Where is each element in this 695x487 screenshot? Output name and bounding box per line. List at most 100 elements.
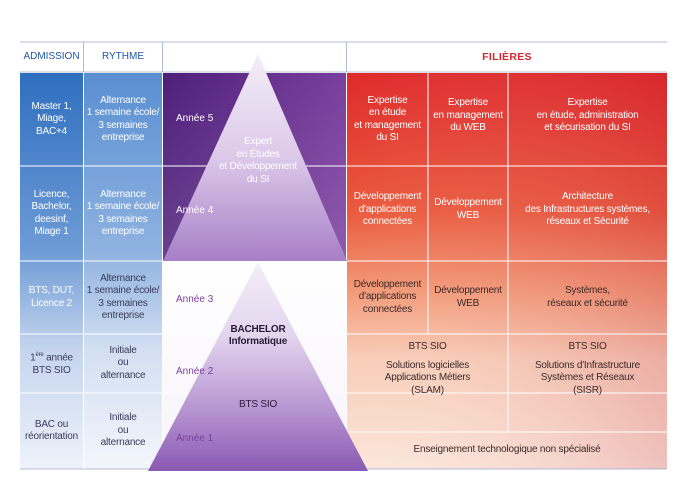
- filiere-line: Solutions d'Infrastructure: [534, 359, 641, 371]
- rythme-line: 3 semaines: [98, 119, 148, 131]
- admission-row-1: BAC ou réorientation: [20, 393, 83, 469]
- filiere-line: Systèmes,: [565, 285, 610, 296]
- admission-ordinal: 1: [30, 352, 36, 364]
- filiere-line: réseaux et Sécurité: [546, 216, 629, 227]
- filiere-etude-management-si: Expertise en étude et management du SI: [347, 73, 428, 166]
- filiere-line: Systèmes et Réseaux: [540, 372, 635, 383]
- admission-line: BTS SIO: [32, 365, 71, 377]
- annee-3-label: Année 3: [176, 294, 214, 305]
- annee-1-label: Année 1: [176, 433, 214, 444]
- filiere-line: en étude: [368, 107, 407, 118]
- admission-line: réorientation: [25, 431, 78, 442]
- admission-line: deesinf,: [34, 213, 69, 225]
- filiere-line: Expertise: [367, 94, 408, 106]
- pyramid-bachelor: [148, 262, 368, 471]
- rythme-line: alternance: [100, 369, 146, 381]
- admission-line: Miage 1: [34, 226, 69, 237]
- pyramid-line: et Développement: [219, 161, 297, 172]
- annee-5-label: Année 5: [176, 113, 214, 124]
- filiere-line: en management: [433, 109, 503, 121]
- admission-line: Bachelor,: [31, 201, 72, 212]
- rythme-line: 1 semaine école/: [86, 107, 160, 118]
- filiere-line: du SI: [376, 132, 399, 143]
- filiere-dev-web-bachelor: Développement WEB: [428, 261, 508, 334]
- filiere-dev-apps-connectees-bachelor: Développement d'applications connectées: [347, 261, 428, 334]
- filiere-dev-web: Développement WEB: [428, 166, 508, 261]
- header-admission: ADMISSION: [23, 50, 80, 62]
- annee-2-label: Année 2: [176, 366, 214, 377]
- filiere-line: connectées: [362, 216, 413, 227]
- filiere-line: connectées: [362, 303, 413, 315]
- filiere-line: Développement: [434, 197, 502, 208]
- filiere-line: BTS SIO: [408, 341, 447, 352]
- pyramid-expert: [163, 54, 347, 261]
- filiere-bts-sisr: BTS SIO Solutions d'Infrastructure Systè…: [508, 334, 667, 432]
- filiere-line: des Infrastructures systèmes,: [525, 203, 650, 215]
- rythme-line: 1 semaine école/: [86, 201, 160, 212]
- rythme-line: Alternance: [100, 188, 146, 200]
- filiere-line: BTS SIO: [568, 341, 607, 352]
- pyramid-bts-sio-label: BTS SIO: [238, 398, 278, 410]
- rythme-line: entreprise: [101, 132, 145, 143]
- filiere-line: Expertise: [567, 97, 608, 108]
- rythme-line: 3 semaines: [98, 213, 148, 225]
- rythme-line: entreprise: [101, 226, 145, 237]
- header-filieres: FILIÈRES: [482, 50, 532, 63]
- admission-line: BAC ou: [34, 418, 69, 430]
- admission-ordinal-sup: ère: [35, 352, 44, 359]
- admission-line: Master 1,: [31, 100, 72, 112]
- annee-4-label: Année 4: [176, 205, 214, 216]
- pyramid-line: BACHELOR: [230, 323, 286, 335]
- filiere-line: Expertise: [448, 97, 488, 108]
- filiere-line: réseaux et sécurité: [547, 297, 628, 309]
- admission-row-3: BTS, DUT, Licence 2: [20, 261, 83, 334]
- filiere-line: du WEB: [450, 122, 486, 133]
- filiere-dev-apps-connectees: Développement d'applications connectées: [347, 166, 428, 261]
- rythme-line: 1 semaine école/: [86, 285, 160, 296]
- admission-line: BAC+4: [36, 125, 67, 137]
- rythme-line: ou: [117, 424, 129, 436]
- pyramid-bachelor-label: BACHELOR Informatique: [208, 322, 308, 350]
- pyramid-expert-label: Expert en Études et Développement du SI: [195, 134, 321, 188]
- rythme-line: entreprise: [101, 310, 145, 321]
- pyramid-line: Informatique: [228, 336, 288, 347]
- filiere-line: Développement: [353, 191, 422, 202]
- filiere-architecture-infra: Architecture des Infrastructures système…: [508, 166, 667, 261]
- admission-row-4: Licence, Bachelor, deesinf, Miage 1: [20, 166, 83, 261]
- filiere-line: d'applications: [358, 203, 417, 215]
- admission-line: Licence 2: [30, 297, 72, 309]
- filiere-line: et sécurisation du SI: [544, 122, 631, 133]
- filiere-line: WEB: [456, 297, 480, 309]
- admission-line: BTS, DUT,: [28, 285, 75, 296]
- rythme-line: Initiale: [109, 344, 137, 356]
- filiere-line: et management: [354, 119, 421, 131]
- pyramid-line: en Études: [236, 148, 280, 160]
- filiere-line: d'applications: [358, 291, 417, 303]
- rythme-line: Alternance: [100, 272, 146, 284]
- filiere-line: Solutions logicielles: [385, 359, 470, 371]
- filiere-line: (SLAM): [411, 384, 444, 396]
- filiere-line: Développement: [353, 278, 422, 290]
- filiere-bts-slam: BTS SIO Solutions logicielles Applicatio…: [347, 334, 508, 432]
- rythme-row-1: Initiale ou alternance: [84, 393, 162, 469]
- rythme-line: Initiale: [109, 412, 137, 424]
- rythme-row-2: Initiale ou alternance: [84, 334, 162, 393]
- filiere-line: (SISR): [573, 384, 602, 396]
- admission-line: Miage,: [37, 113, 66, 125]
- filiere-line: Architecture: [562, 191, 613, 202]
- filiere-line: en étude, administration: [536, 109, 639, 121]
- rythme-row-3: Alternance 1 semaine école/ 3 semaines e…: [84, 261, 162, 334]
- filiere-management-web: Expertise en management du WEB: [428, 73, 508, 166]
- header-rythme: RYTHME: [101, 50, 145, 62]
- rythme-row-4: Alternance 1 semaine école/ 3 semaines e…: [84, 166, 162, 261]
- admission-line: Licence,: [33, 188, 70, 200]
- filiere-systemes-reseaux: Systèmes, réseaux et sécurité: [508, 261, 667, 334]
- rythme-line: Alternance: [100, 94, 146, 106]
- rythme-row-5: Alternance 1 semaine école/ 3 semaines e…: [84, 73, 162, 166]
- filiere-line: Développement: [434, 285, 502, 296]
- pyramid-line: Expert: [244, 136, 272, 147]
- admission-ordinal-post: année: [43, 352, 73, 364]
- filiere-enseignement-non-specialise: Enseignement technologique non spécialis…: [413, 444, 601, 456]
- rythme-line: alternance: [100, 437, 146, 449]
